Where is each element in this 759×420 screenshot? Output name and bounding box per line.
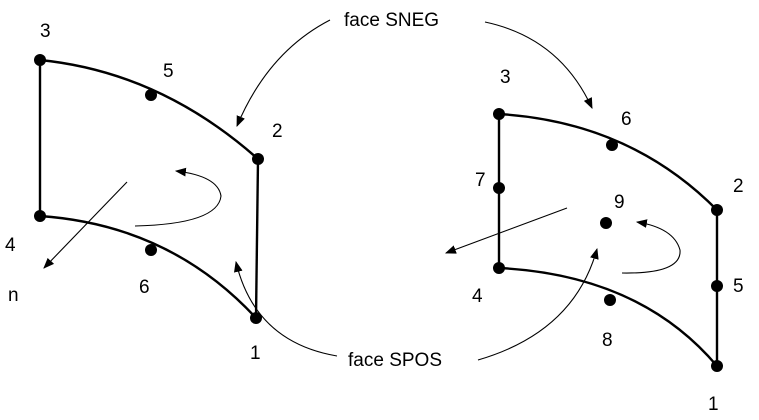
left-node-5 (145, 89, 157, 101)
left-node-label-6: 6 (139, 277, 150, 298)
right-node-label-3: 3 (500, 67, 511, 88)
left-node-6 (145, 244, 157, 256)
right-node-6 (606, 139, 618, 151)
left-rotation-arrow (134, 167, 222, 227)
left-node-3 (34, 54, 46, 66)
right-node-1 (711, 360, 723, 372)
right-node-3 (493, 108, 505, 120)
left-normal-arrow (43, 181, 128, 269)
right-node-label-8: 8 (602, 330, 613, 351)
caption-face-spos: face SPOS (348, 350, 442, 371)
right-edge-4-1 (498, 266, 718, 367)
right-node-label-2: 2 (733, 176, 744, 197)
left-element: 3 5 2 4 6 1 n (5, 21, 283, 364)
right-node-7 (493, 182, 505, 194)
normal-label-n: n (8, 285, 19, 306)
left-node-label-5: 5 (163, 61, 174, 82)
right-edge-3-2 (498, 112, 718, 211)
left-edge-2-1 (254, 158, 260, 319)
right-normal-arrow (444, 207, 568, 254)
spos-arrow-left (234, 260, 338, 357)
left-edge-4-1 (39, 214, 257, 319)
left-node-2 (252, 153, 264, 165)
right-node-label-7: 7 (475, 170, 486, 191)
right-node-label-1: 1 (708, 394, 719, 415)
left-edge-3-2 (39, 58, 259, 160)
right-element: 3 6 7 2 9 4 5 8 1 (444, 67, 744, 415)
sneg-arrow-left (236, 19, 331, 128)
right-node-label-5: 5 (733, 276, 744, 297)
right-node-9 (600, 217, 612, 229)
right-node-label-6: 6 (621, 109, 632, 130)
left-node-label-4: 4 (5, 235, 16, 256)
left-node-1 (250, 312, 262, 324)
right-node-4 (493, 262, 505, 274)
caption-spos-group: face SPOS (234, 247, 599, 371)
left-node-label-2: 2 (272, 121, 283, 142)
spos-arrow-right (477, 247, 599, 361)
right-node-label-4: 4 (472, 286, 483, 307)
sneg-arrow-right (484, 21, 593, 110)
caption-sneg-group: face SNEG (236, 10, 593, 128)
right-node-5 (711, 280, 723, 292)
left-node-4 (34, 210, 46, 222)
right-node-2 (711, 204, 723, 216)
left-node-label-3: 3 (40, 21, 51, 42)
right-rotation-arrow (621, 219, 681, 274)
left-node-label-1: 1 (250, 343, 261, 364)
right-node-label-9: 9 (614, 192, 625, 213)
right-node-8 (604, 294, 616, 306)
caption-face-sneg: face SNEG (344, 10, 439, 31)
